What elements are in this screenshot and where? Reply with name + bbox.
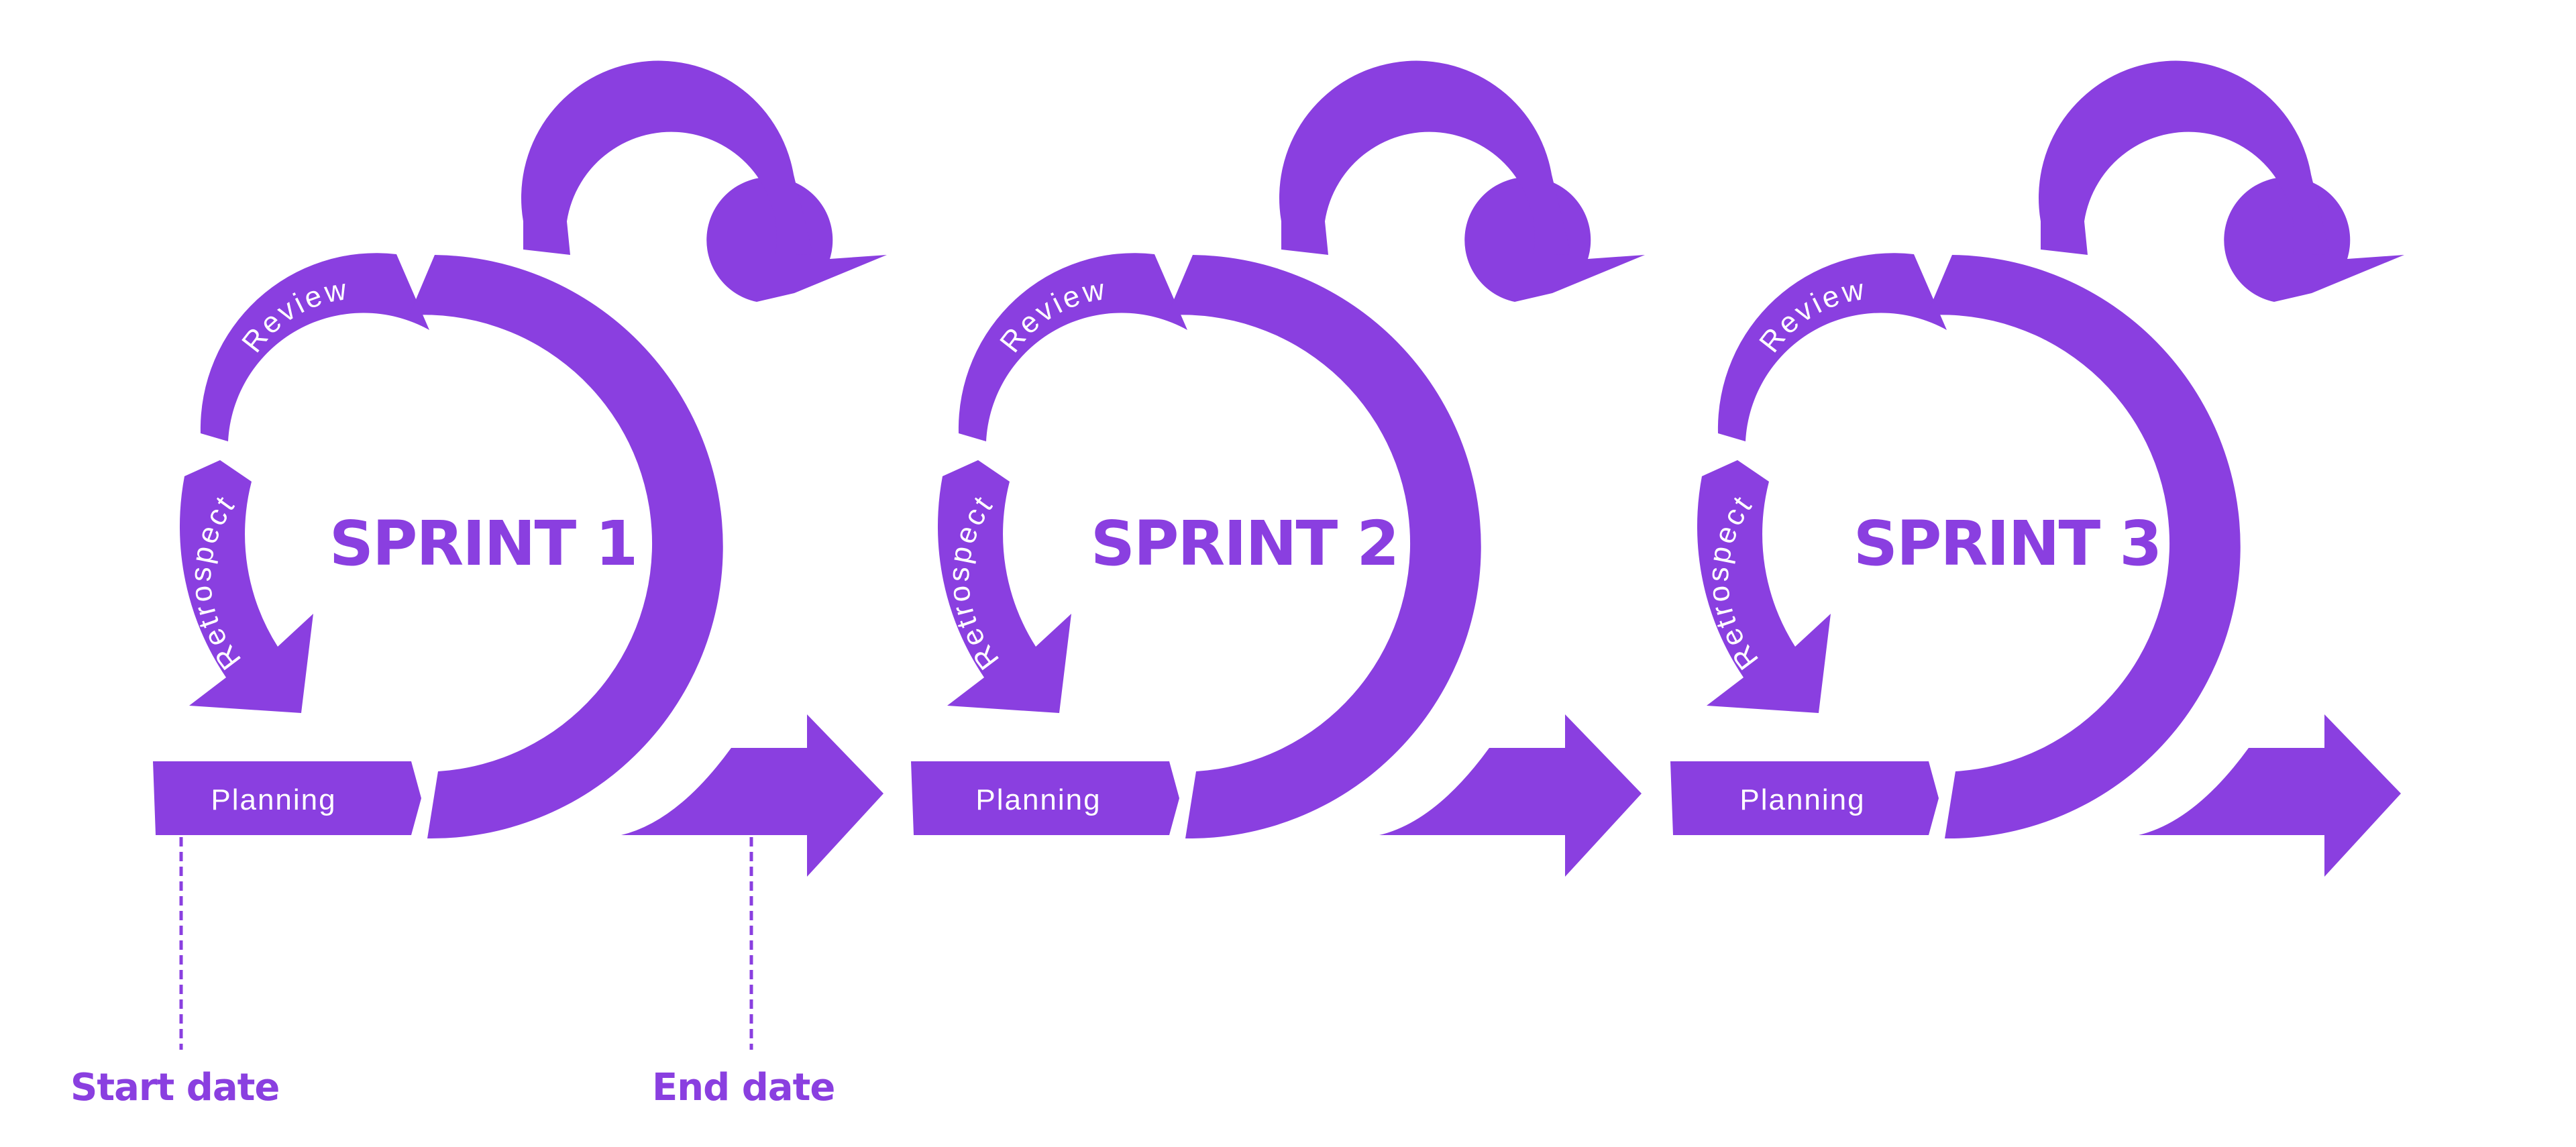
- sprint-3-planning-block: Planning: [1670, 761, 1939, 835]
- sprint-3-planning-label: Planning: [1739, 783, 1865, 816]
- sprint-3: Planning SPRINT 3 Review Retrospect Impl…: [1670, 60, 2404, 877]
- sprint-2-implementation-label: Implementation: [1477, 413, 1544, 666]
- sprint-3-implementation-label: Implementation: [2237, 413, 2304, 666]
- sprint-1-loop-shapes: [179, 60, 887, 877]
- start-date-label: Start date: [70, 1066, 279, 1109]
- end-date-label: End date: [652, 1066, 835, 1109]
- sprint-2: Planning SPRINT 2 Review Retrospect Impl…: [911, 60, 1645, 877]
- sprint-3-loop-shapes: [1697, 60, 2404, 877]
- sprint-1-title: SPRINT 1: [329, 508, 637, 580]
- sprint-1-planning-label: Planning: [211, 783, 336, 816]
- sprint-1: Planning SPRINT 1 Review Retrospect Impl…: [153, 60, 887, 877]
- sprint-1-planning-block: Planning: [153, 761, 421, 835]
- sprint-2-planning-label: Planning: [975, 783, 1101, 816]
- sprint-2-title: SPRINT 2: [1091, 508, 1399, 580]
- sprint-1-implementation-label: Implementation: [719, 413, 786, 666]
- sprint-3-title: SPRINT 3: [1854, 508, 2161, 580]
- sprint-2-loop-shapes: [937, 60, 1645, 877]
- sprint-2-planning-block: Planning: [911, 761, 1179, 835]
